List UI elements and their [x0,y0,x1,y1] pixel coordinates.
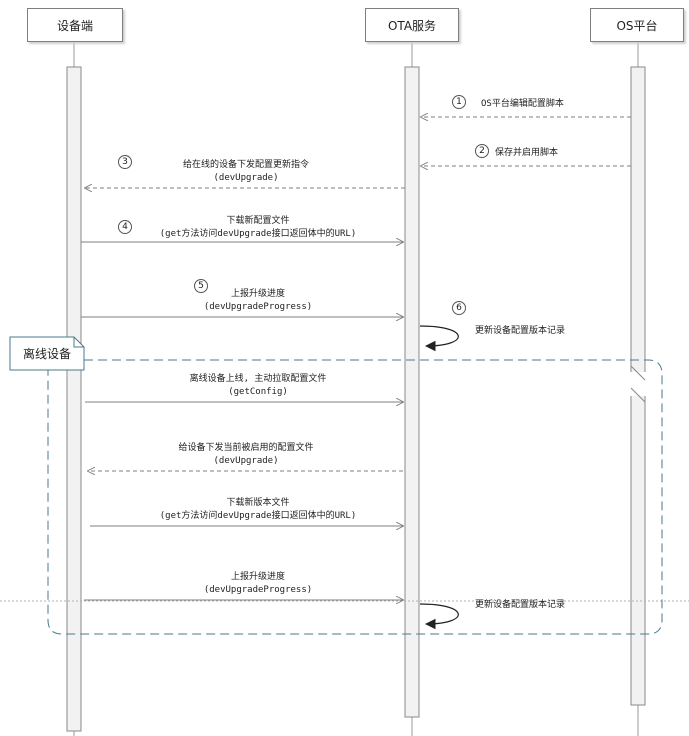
msg-label-7-line-2: (getConfig) [228,387,288,397]
msg-label-2: 保存并启用脚本 [495,148,559,158]
participant-ota: OTA服务 [365,8,459,42]
msg-label-10-line-1: 上报升级进度 [230,572,285,582]
offline-region [47,359,663,635]
msg-label-7: 离线设备上线, 主动拉取配置文件 (getConfig) [190,373,327,399]
msg-label-3-line-1: 给在线的设备下发配置更新指令 [182,160,310,170]
msg-label-4: 下载新配置文件 (get方法访问devUpgrade接口返回体中的URL) [160,215,357,241]
msg-label-1: OS平台编辑配置脚本 [481,99,564,109]
msg-label-8-line-2: (devUpgrade) [213,456,279,466]
msg-label-3: 给在线的设备下发配置更新指令 (devUpgrade) [183,159,309,185]
msg-label-9: 下载新版本文件 (get方法访问devUpgrade接口返回体中的URL) [160,497,357,523]
msg-label-9-line-2: (get方法访问devUpgrade接口返回体中的URL) [159,511,357,521]
msg-label-9-line-1: 下载新版本文件 [226,498,290,508]
msg-label-5-line-1: 上报升级进度 [230,289,285,299]
msg-label-11: 更新设备配置版本记录 [475,600,566,610]
note-shape [9,336,85,371]
msg-label-3-line-2: (devUpgrade) [213,173,279,183]
step-badge-6: 6 [452,301,466,315]
offline-device-note: 离线设备 [22,347,71,361]
msg-label-4-line-2: (get方法访问devUpgrade接口返回体中的URL) [159,229,357,239]
step-badge-3: 3 [118,155,132,169]
msg-label-8: 给设备下发当前被启用的配置文件 (devUpgrade) [178,442,313,468]
activation-bar-ota [404,66,420,718]
step-badge-5: 5 [194,279,208,293]
msg-line-11 [419,603,459,630]
msg-label-5-line-2: (devUpgradeProgress) [203,302,313,312]
msg-label-10-line-2: (devUpgradeProgress) [203,585,313,595]
step-badge-2: 2 [475,144,489,158]
participant-device: 设备端 [27,8,123,42]
msg-label-7-line-1: 离线设备上线, 主动拉取配置文件 [189,374,327,384]
step-badge-1: 1 [452,95,466,109]
msg-line-6 [419,325,459,352]
activation-bar-device [66,66,82,732]
participant-os: OS平台 [590,8,684,42]
msg-label-4-line-1: 下载新配置文件 [226,216,290,226]
msg-label-5: 上报升级进度 (devUpgradeProgress) [204,288,312,314]
msg-label-6: 更新设备配置版本记录 [475,326,566,336]
msg-label-8-line-1: 给设备下发当前被启用的配置文件 [178,443,314,453]
activation-break-os [628,372,648,396]
step-badge-4: 4 [118,220,132,234]
msg-label-10: 上报升级进度 (devUpgradeProgress) [204,571,312,597]
